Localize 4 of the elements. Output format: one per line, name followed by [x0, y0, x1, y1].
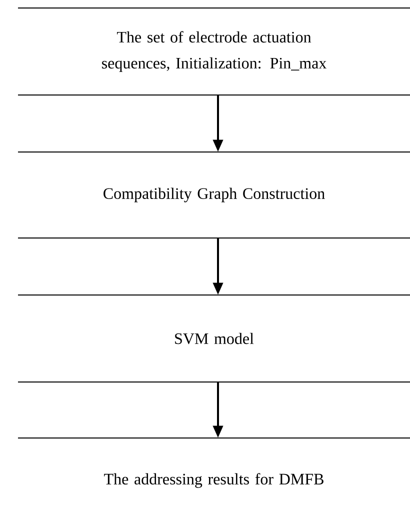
text-band: The addressing results for DMFB	[18, 437, 410, 488]
text-band: The set of electrode actuation sequences, Initialization: Pin_max	[18, 7, 410, 96]
text-band: SVM model	[18, 294, 410, 383]
text-band: Compatibility Graph Construction	[18, 151, 410, 239]
